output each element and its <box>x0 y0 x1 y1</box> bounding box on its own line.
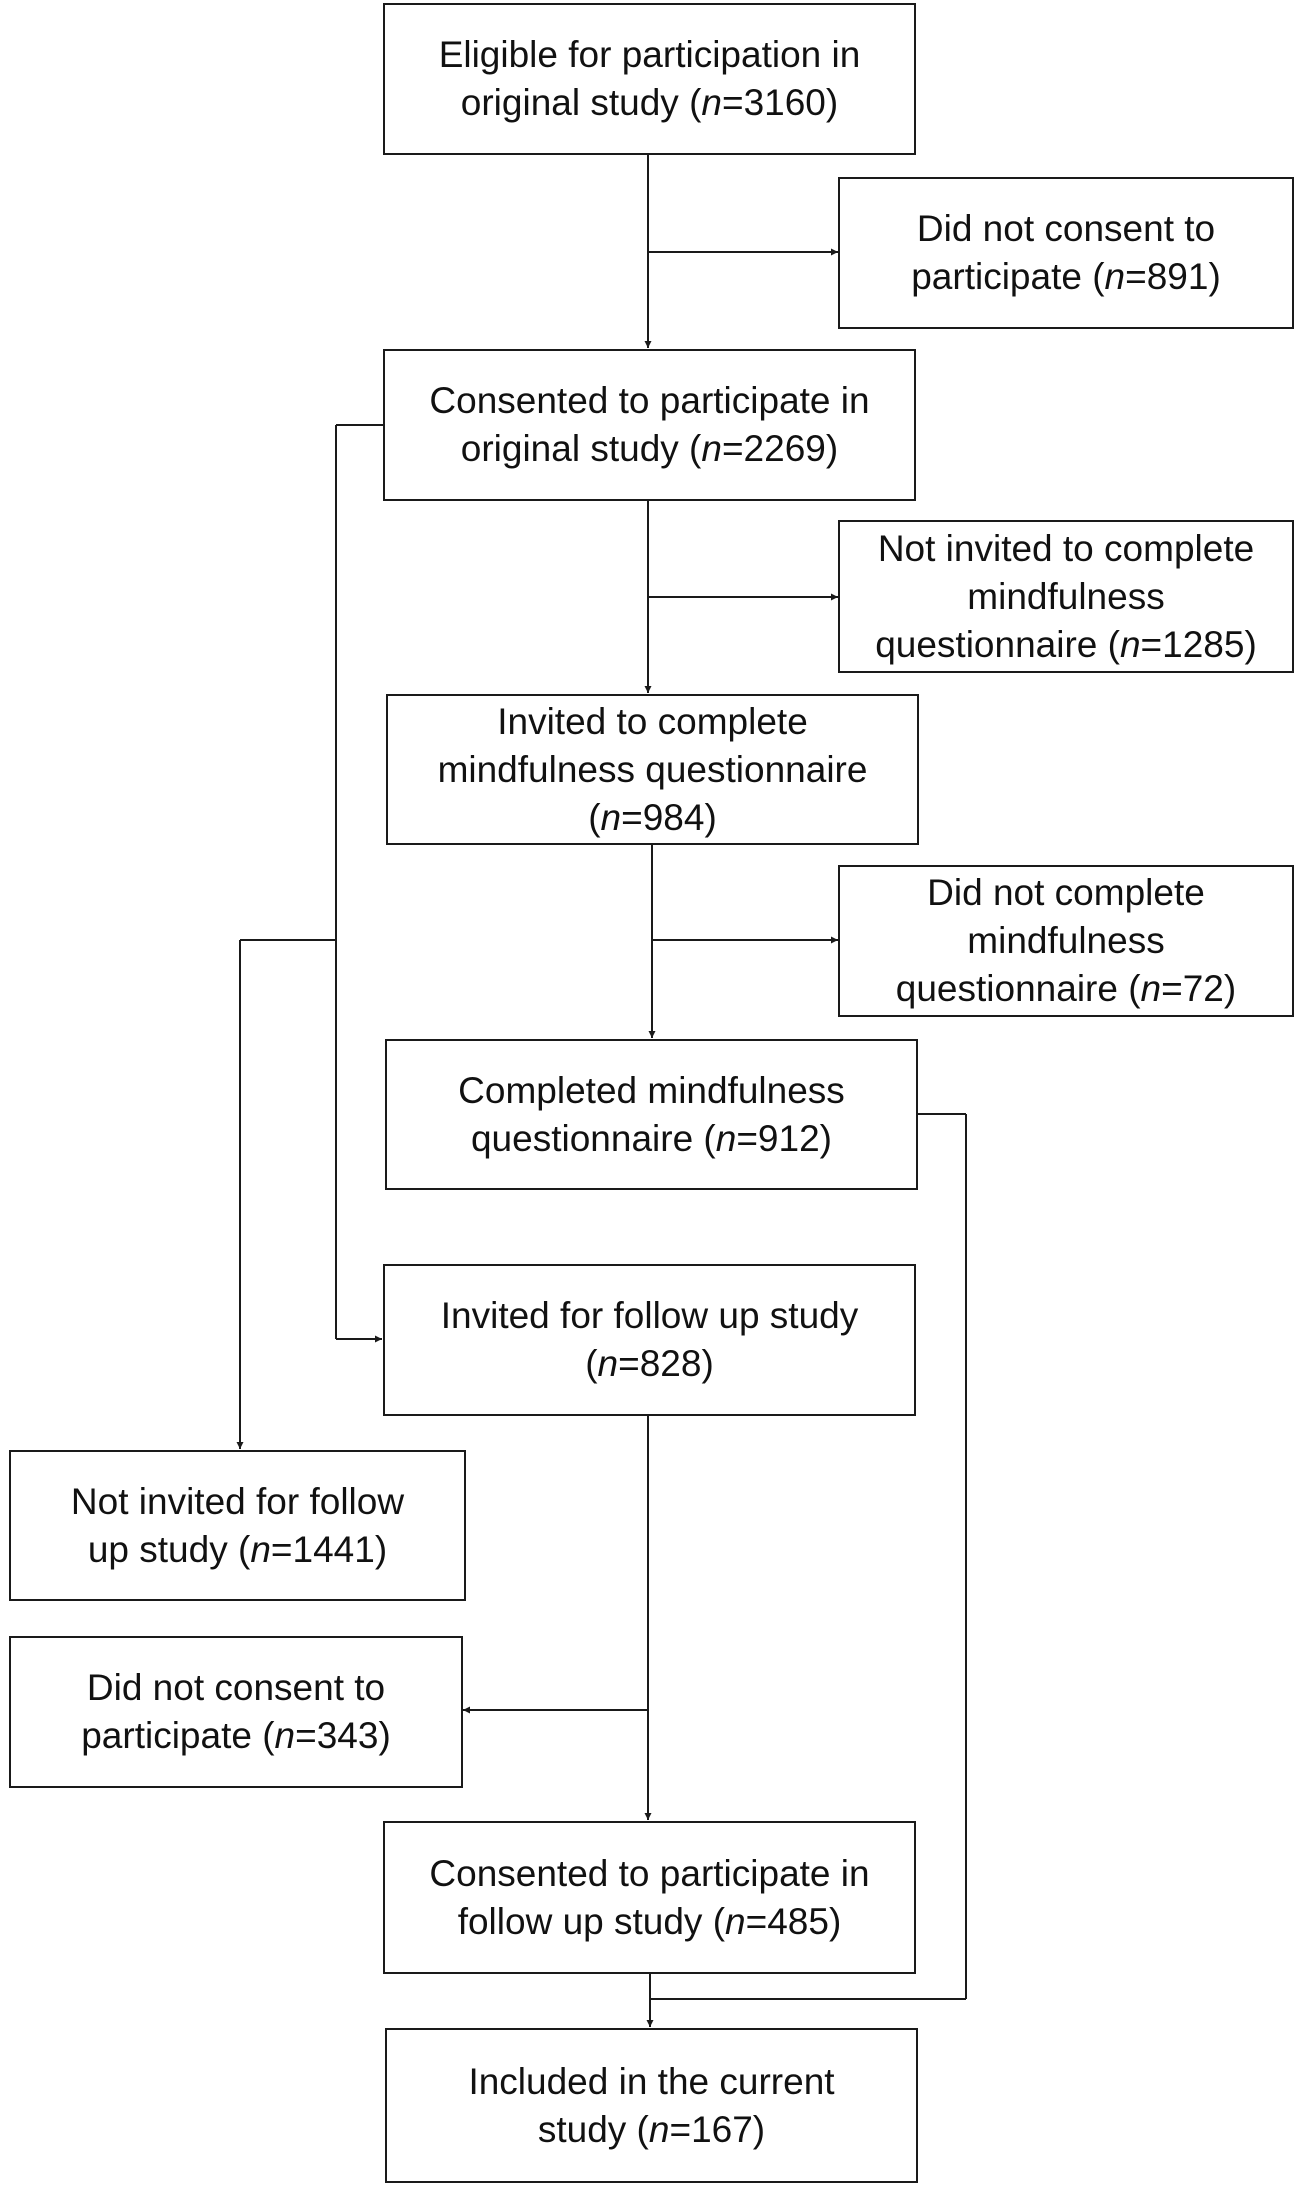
box-completed-mq-line1: Completed mindfulness <box>458 1069 845 1111</box>
box-consented-followup-line1: Consented to participate in <box>429 1852 870 1894</box>
box-invited-mq-line1: Invited to complete <box>497 700 808 742</box>
box-eligible: Eligible for participation in original s… <box>383 3 916 155</box>
box-not-completed-mq-line2: mindfulness <box>967 920 1165 961</box>
box-not-invited-mq-line1: Not invited to complete <box>877 527 1255 569</box>
box-no-consent-2-line2: participate (n=343) <box>81 1715 391 1756</box>
box-consented-original-line1: Consented to participate in <box>429 380 870 421</box>
box-completed-mq: Completed mindfulness questionnaire (n=9… <box>385 1039 918 1190</box>
box-included: Included in the current study (n=167) <box>385 2028 918 2183</box>
box-no-consent-1: Did not consent to participate (n=891) <box>838 177 1294 329</box>
box-no-consent-1-line2: participate (n=891) <box>911 256 1221 297</box>
box-consented-original-line2: original study (n=2269) <box>460 428 839 469</box>
box-consented-followup: Consented to participate in follow up st… <box>383 1821 916 1974</box>
box-invited-mq-line3: (n=984) <box>588 796 717 838</box>
box-not-invited-mq-line2: mindfulness <box>967 575 1165 617</box>
box-no-consent-2: Did not consent to participate (n=343) <box>9 1636 463 1788</box>
box-completed-mq-line2: questionnaire (n=912) <box>470 1117 832 1159</box>
box-eligible-line1: Eligible for participation in <box>438 34 861 75</box>
box-not-invited-followup: Not invited for follow up study (n=1441) <box>9 1450 466 1601</box>
box-invited-mq: Invited to complete mindfulness question… <box>386 694 919 845</box>
box-not-completed-mq-line3: questionnaire (n=72) <box>895 968 1237 1009</box>
box-not-completed-mq-line1: Did not complete <box>927 872 1205 913</box>
box-not-invited-mq-line3: questionnaire (n=1285) <box>875 623 1257 665</box>
box-no-consent-2-line1: Did not consent to <box>86 1667 386 1708</box>
box-consented-followup-line2: follow up study (n=485) <box>457 1900 842 1942</box>
box-eligible-line2: original study (n=3160) <box>460 82 839 123</box>
box-invited-mq-line2: mindfulness questionnaire <box>437 748 868 790</box>
box-included-line2: study (n=167) <box>537 2108 766 2150</box>
box-consented-original: Consented to participate in original stu… <box>383 349 916 501</box>
box-not-completed-mq: Did not complete mindfulness questionnai… <box>838 865 1294 1017</box>
box-no-consent-1-line1: Did not consent to <box>916 208 1216 249</box>
box-included-line1: Included in the current <box>468 2060 835 2102</box>
box-not-invited-mq: Not invited to complete mindfulness ques… <box>838 520 1294 673</box>
box-invited-followup: Invited for follow up study (n=828) <box>383 1264 916 1416</box>
box-invited-followup-line2: (n=828) <box>585 1343 714 1384</box>
box-not-invited-followup-line1: Not invited for follow <box>70 1480 405 1522</box>
box-not-invited-followup-line2: up study (n=1441) <box>87 1528 388 1570</box>
box-invited-followup-line1: Invited for follow up study <box>440 1295 859 1336</box>
